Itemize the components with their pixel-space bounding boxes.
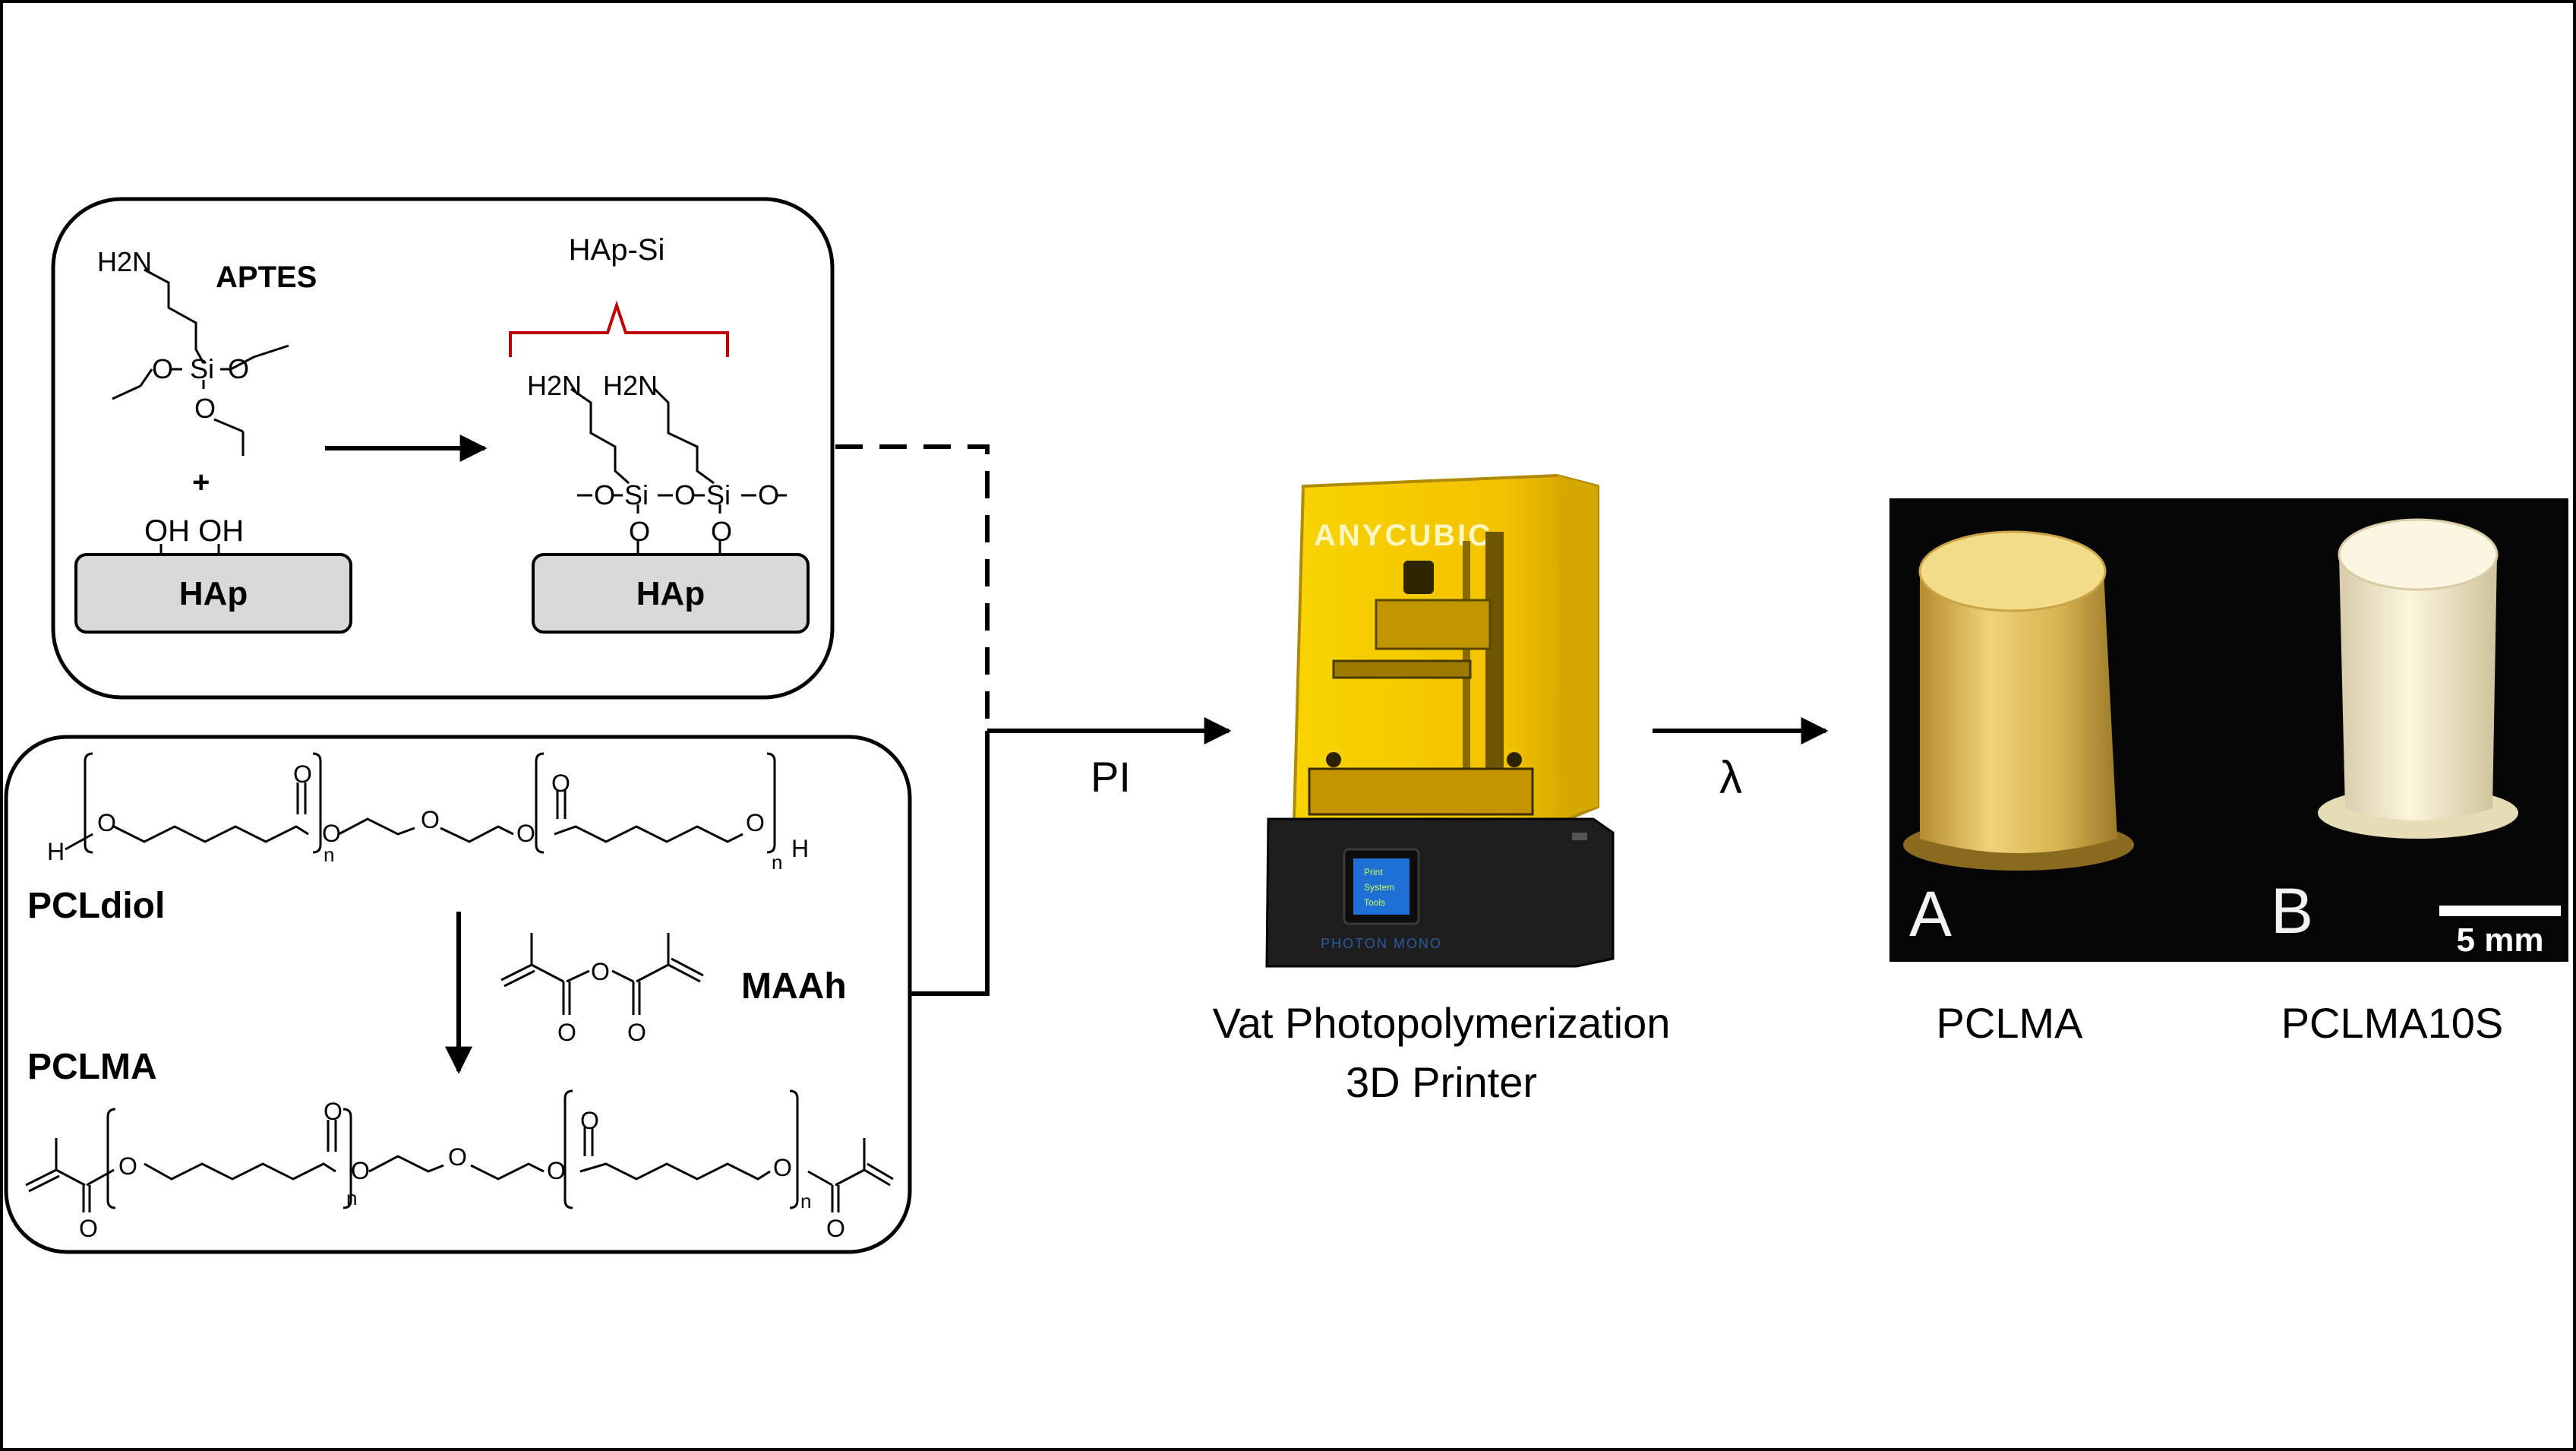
printer-usb-port (1572, 833, 1587, 840)
maah-o-right: O (627, 1019, 646, 1046)
sample-photo: A B 5 mm (1889, 498, 2568, 962)
printer-build-arm (1375, 599, 1492, 650)
hap-si-o4: O (629, 516, 650, 547)
hap-si-o3: O (758, 479, 779, 511)
hap-si-bracket (509, 300, 729, 357)
printer-build-plate (1332, 659, 1472, 679)
pcldiol-n1: n (324, 843, 334, 866)
pcldiol-o-carbonyl1: O (293, 760, 312, 788)
maah-o-bridge: O (591, 958, 610, 985)
pclma-o-terminal-right: O (826, 1215, 845, 1242)
scale-bar (2439, 906, 2561, 916)
hap-si-si1: Si (624, 479, 649, 511)
pcldiol-o1: O (97, 809, 116, 836)
hap-hydroxyls: OH OH (144, 514, 244, 548)
aptes-nh2: H2N (97, 246, 152, 277)
pclma-o1: O (118, 1152, 137, 1180)
pcldiol-h-right: H (791, 835, 809, 862)
connectors (835, 444, 1829, 996)
hap-si-nh2-left: H2N (527, 370, 582, 401)
aptes-structure (112, 268, 289, 456)
maah-o-left: O (557, 1019, 576, 1046)
printer-model: PHOTON MONO (1321, 936, 1442, 951)
pclma-structure (25, 1089, 894, 1212)
aptes-o-left: O (152, 353, 173, 384)
printer-menu-print: Print (1364, 867, 1383, 877)
hap-label-left: HAp (179, 575, 248, 612)
printer-brand: ANYCUBIC (1314, 519, 1492, 552)
printer-screen (1353, 858, 1410, 915)
pcldiol-o3: O (421, 806, 440, 833)
printer-lead-screw-top (1403, 561, 1434, 594)
pcldiol-o-carbonyl2: O (551, 770, 570, 797)
hap-si-nh2-right: H2N (603, 370, 658, 401)
pclma-structure-label: PCLMA (27, 1047, 157, 1087)
pclma-o-carbonyl1: O (324, 1098, 343, 1125)
printer-menu-tools: Tools (1364, 897, 1385, 908)
pi-label: PI (1091, 753, 1131, 801)
hap-si-o2: O (674, 479, 696, 511)
pcldiol-h-left: H (47, 838, 65, 865)
dashed-connector (835, 444, 990, 729)
pclma-o5: O (773, 1154, 792, 1181)
pcldiol-n2: n (772, 851, 782, 874)
sample-b-body (2339, 555, 2497, 820)
polymer-panel: H O O n O O O O O n H PCLdiol (4, 735, 912, 1254)
maah-structure (500, 933, 704, 1015)
sample-a-label: A (1909, 878, 1952, 950)
sample-a-body (1920, 571, 2117, 853)
light-label: λ (1719, 752, 1742, 803)
aptes-o-bottom: O (194, 393, 216, 424)
sample-a-caption: PCLMA (1937, 999, 2084, 1047)
pclma-n1: n (346, 1187, 357, 1209)
printer-caption-line2: 3D Printer (1346, 1058, 1537, 1106)
sample-b-top (2338, 518, 2499, 591)
printer-illustration: ANYCUBIC Print System Tools PHOTON MONO (1265, 473, 1615, 968)
silanization-panel: H2N Si O O O APTES + OH OH HAp HAp-Si (51, 197, 835, 700)
pclma-o-carbonyl2: O (580, 1107, 599, 1134)
aptes-o-right: O (228, 353, 249, 384)
pclma-o-terminal-left: O (79, 1215, 98, 1242)
hap-substrate-right (532, 553, 810, 634)
pcldiol-label: PCLdiol (27, 886, 165, 926)
printer-resin-vat (1308, 767, 1534, 816)
printer-caption-line1: Vat Photopolymerization (1213, 999, 1671, 1047)
pclma-o3: O (448, 1143, 467, 1171)
hap-label-right: HAp (636, 575, 705, 612)
sample-b-caption: PCLMA10S (2281, 999, 2504, 1047)
sample-a-top (1918, 530, 2107, 612)
hap-si-structure (570, 387, 787, 555)
pclma-o2: O (351, 1157, 370, 1184)
pcldiol-structure (65, 752, 776, 854)
pcldiol-o5: O (746, 809, 765, 836)
maah-label: MAAh (741, 966, 847, 1007)
solid-connector (911, 731, 990, 996)
printer-vat-knob-right (1507, 752, 1522, 767)
printer-menu-system: System (1364, 882, 1394, 893)
pcldiol-o4: O (516, 820, 535, 847)
printer-z-axis (1485, 532, 1504, 805)
plus-sign: + (192, 466, 210, 499)
aptes-label: APTES (216, 261, 317, 294)
hap-si-o5: O (711, 516, 732, 547)
printer-vat-knob-left (1326, 752, 1341, 767)
hap-si-si2: Si (706, 479, 731, 511)
scale-bar-label: 5 mm (2457, 921, 2544, 959)
printer-cover-side (1557, 476, 1598, 817)
hap-si-label: HAp-Si (569, 233, 665, 267)
hap-si-o1: O (594, 479, 615, 511)
pclma-n2: n (800, 1190, 811, 1212)
pclma-o4: O (547, 1157, 566, 1184)
pcldiol-o2: O (322, 820, 341, 847)
hap-substrate-left (74, 553, 352, 634)
sample-b-label: B (2271, 875, 2313, 947)
aptes-si: Si (190, 353, 214, 384)
